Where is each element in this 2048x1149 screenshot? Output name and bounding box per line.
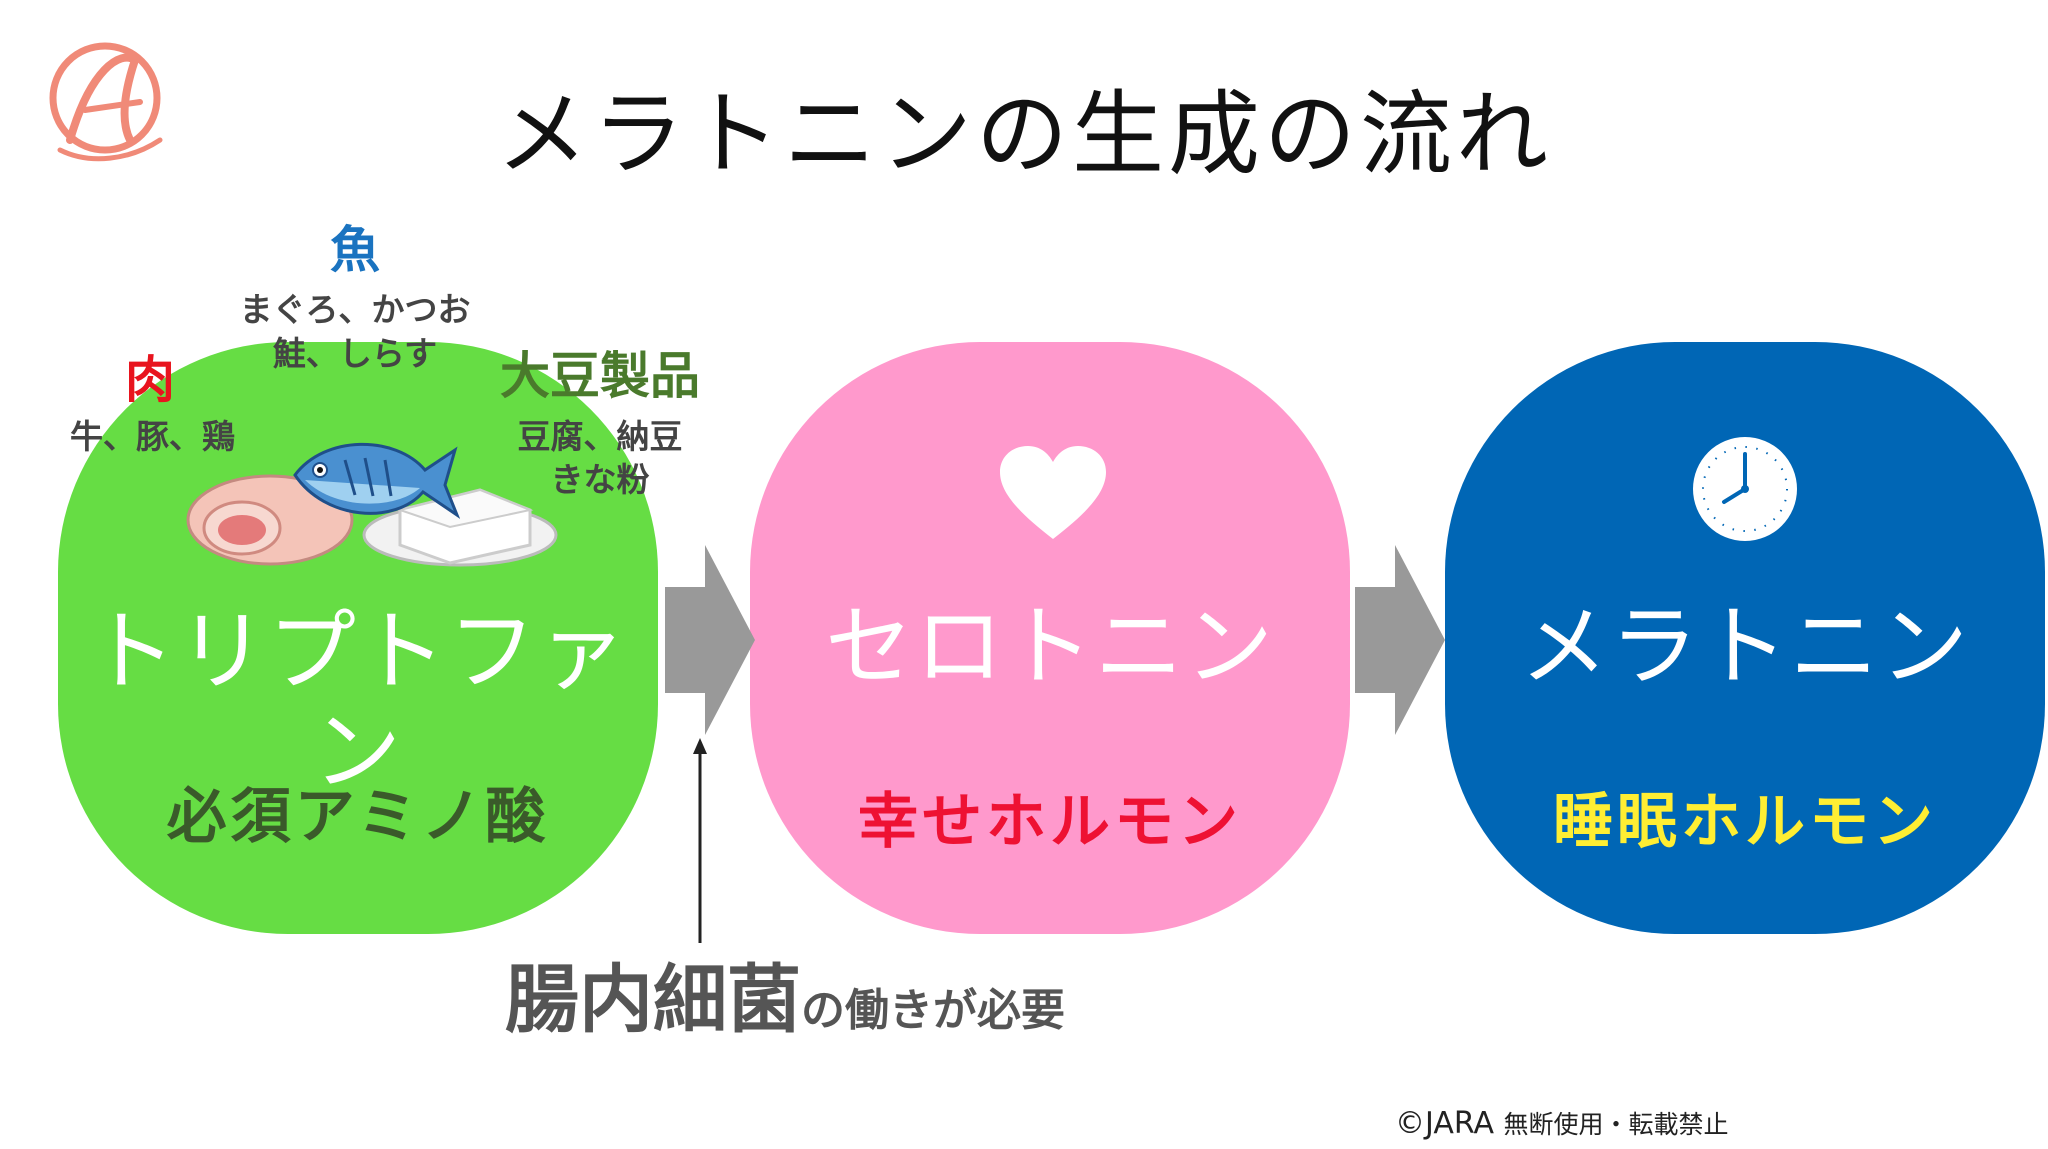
tofu-icon xyxy=(362,488,558,567)
meat-examples: 牛、豚、鶏 xyxy=(70,417,235,456)
stage-melatonin-name: メラトニン xyxy=(1519,595,1970,698)
arrow-right-2 xyxy=(1355,545,1445,735)
arrow-up-icon xyxy=(693,738,707,943)
fish-label: 魚 xyxy=(330,221,380,279)
gut-bacteria-rest: の働きが必要 xyxy=(801,985,1065,1036)
arrow-right-1 xyxy=(665,545,755,735)
stage-serotonin-name: セロトニン xyxy=(824,595,1275,698)
stage-tryptophan-subtitle: 必須アミノ酸 xyxy=(166,782,550,852)
page-title: メラトニンの生成の流れ xyxy=(495,81,1552,188)
fish-icon xyxy=(293,442,460,519)
stage-tryptophan: トリプトファン 必須アミノ酸 xyxy=(58,342,658,934)
soy-examples-line1: 豆腐、納豆 xyxy=(517,417,683,456)
stage-tryptophan-name: トリプトファン xyxy=(87,600,628,803)
copyright: ©JARA 無断使用・転載禁止 xyxy=(1395,1105,1729,1141)
stage-melatonin-subtitle: 睡眠ホルモン xyxy=(1553,787,1937,857)
jara-logo xyxy=(49,42,163,162)
stage-serotonin: セロトニン 幸せホルモン xyxy=(750,342,1350,934)
copyright-mark: ©JARA xyxy=(1395,1106,1494,1141)
fish-examples-line1: まぐろ、かつお xyxy=(239,290,471,329)
gut-bacteria-note: 腸内細菌の働きが必要 xyxy=(505,955,1065,1056)
meat-icon xyxy=(186,474,354,566)
stage-melatonin: メラトニン 睡眠ホルモン xyxy=(1445,342,2045,934)
fish-examples-line2: 鮭、しらす xyxy=(272,334,438,373)
soy-label: 大豆製品 xyxy=(500,347,700,405)
meat-label: 肉 xyxy=(125,351,175,409)
clock-icon xyxy=(1693,437,1797,541)
gut-bacteria-emphasis: 腸内細菌 xyxy=(505,957,801,1043)
copyright-notice: 無断使用・転載禁止 xyxy=(1503,1110,1729,1139)
stage-serotonin-subtitle: 幸せホルモン xyxy=(858,787,1242,857)
heart-icon xyxy=(1000,446,1106,539)
soy-examples-line2: きな粉 xyxy=(550,460,650,499)
